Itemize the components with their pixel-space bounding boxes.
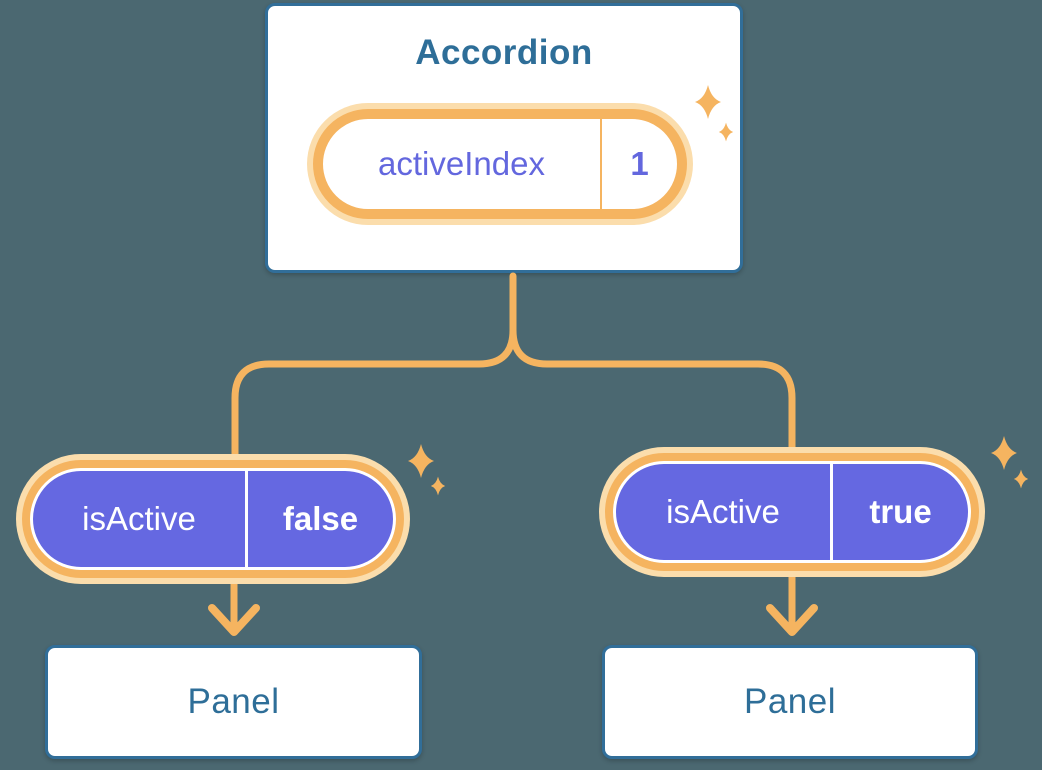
panel-card-title: Panel: [187, 682, 280, 721]
pill-divider: [830, 464, 833, 560]
panel-card-title: Panel: [743, 682, 837, 721]
prop-pill-ring: isActive true: [605, 453, 979, 571]
prop-pill-value: false: [282, 500, 359, 537]
branch-connector-left: [231, 272, 517, 474]
sparkle-icon: [991, 436, 1017, 470]
prop-pill-core: isActive false: [30, 468, 396, 570]
state-pill-ring: activeIndex 1: [313, 109, 687, 219]
panel-card-right: Panel: [602, 645, 978, 759]
sparkle-icon: [430, 476, 446, 496]
prop-pill-left: isActive false: [16, 454, 410, 584]
pill-divider: [245, 471, 248, 567]
panel-card-left: Panel: [45, 645, 422, 759]
prop-pill-ring: isActive false: [22, 460, 404, 578]
prop-pill-core: isActive true: [613, 461, 971, 563]
accordion-card-title: Accordion: [415, 33, 593, 72]
down-arrow-head-icon: [208, 604, 260, 636]
prop-pill-value: true: [869, 493, 932, 530]
prop-pill-label: isActive: [666, 493, 780, 530]
sparkle-icon: [1013, 469, 1029, 489]
sparkle-icon: [408, 444, 434, 478]
sparkle-icon: [718, 122, 734, 142]
down-arrow-head-icon: [766, 604, 818, 636]
branch-connector-right: [509, 326, 796, 467]
sparkle-icon: [695, 85, 721, 119]
pill-divider: [600, 119, 602, 209]
state-pill-label: activeIndex: [378, 145, 545, 182]
state-pill: activeIndex 1: [307, 103, 693, 225]
prop-pill-label: isActive: [82, 500, 196, 537]
prop-pill-right: isActive true: [599, 447, 985, 577]
state-pill-value: 1: [630, 145, 649, 182]
